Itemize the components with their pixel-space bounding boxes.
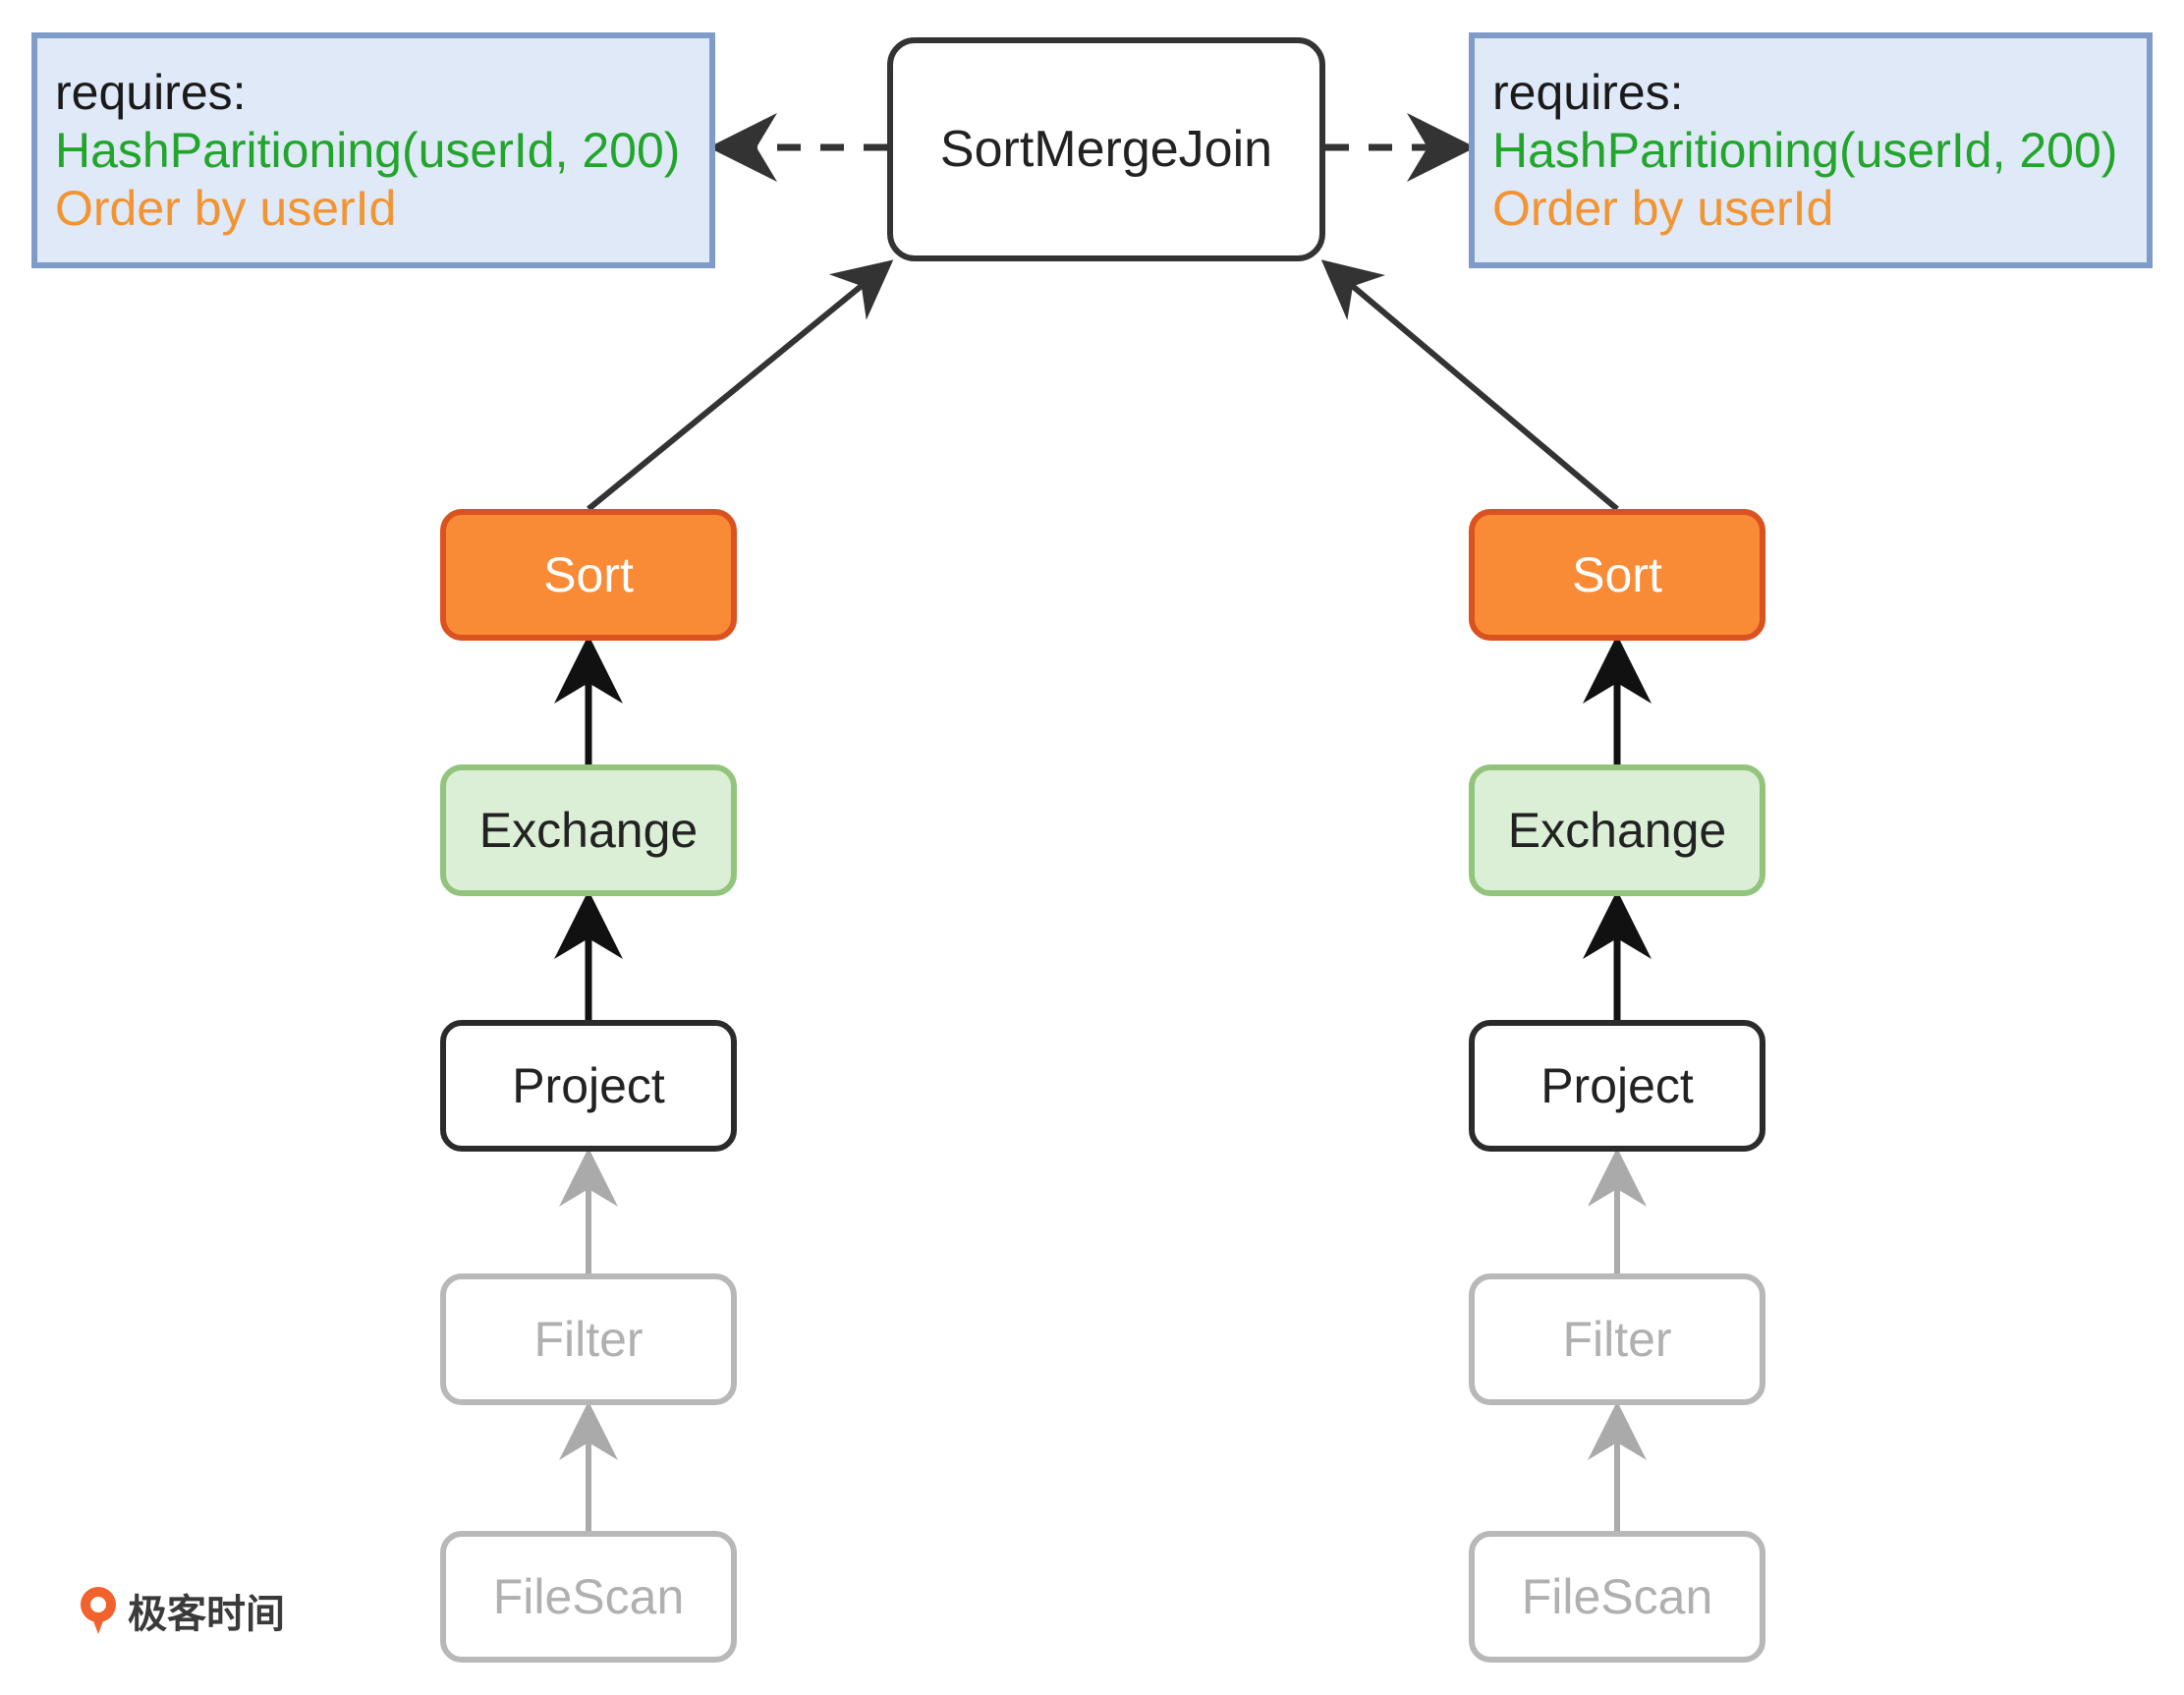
requirement-box-left: requires: HashParitioning(userId, 200) O… xyxy=(31,32,715,268)
edge-right-sort-to-join xyxy=(1320,259,1619,512)
edge-left-sort-to-join xyxy=(587,259,894,512)
requirement-label: requires: xyxy=(1492,65,1684,120)
requirement-partitioning: HashParitioning(userId, 200) xyxy=(1492,123,2118,178)
left-sort-node: Sort xyxy=(440,509,737,641)
geektime-logo-icon xyxy=(81,1587,116,1634)
node-label: SortMergeJoin xyxy=(939,121,1273,178)
sort-merge-join-node: SortMergeJoin xyxy=(887,37,1325,261)
node-label: Exchange xyxy=(1507,803,1727,858)
node-label: Sort xyxy=(543,547,634,602)
node-label: Project xyxy=(1540,1058,1694,1113)
logo-text: 极客时间 xyxy=(128,1592,285,1637)
left-filescan-node: FileScan xyxy=(440,1531,737,1663)
right-exchange-node: Exchange xyxy=(1469,764,1765,896)
left-project-node: Project xyxy=(440,1020,737,1152)
node-label: FileScan xyxy=(1521,1569,1713,1624)
right-project-node: Project xyxy=(1469,1020,1765,1152)
requirement-label: requires: xyxy=(55,65,247,120)
right-filescan-node: FileScan xyxy=(1469,1531,1765,1663)
node-label: Sort xyxy=(1572,547,1662,602)
requirement-box-right: requires: HashParitioning(userId, 200) O… xyxy=(1469,32,2153,268)
node-label: Filter xyxy=(1562,1312,1672,1367)
left-filter-node: Filter xyxy=(440,1273,737,1405)
right-sort-node: Sort xyxy=(1469,509,1765,641)
node-label: FileScan xyxy=(492,1569,685,1624)
requirement-ordering: Order by userId xyxy=(1492,181,1834,236)
node-label: Project xyxy=(512,1058,665,1113)
node-label: Exchange xyxy=(478,803,699,858)
requirement-partitioning: HashParitioning(userId, 200) xyxy=(55,123,681,178)
node-label: Filter xyxy=(533,1312,644,1367)
requirement-ordering: Order by userId xyxy=(55,181,397,236)
geektime-logo: 极客时间 xyxy=(77,1582,285,1639)
right-filter-node: Filter xyxy=(1469,1273,1765,1405)
left-exchange-node: Exchange xyxy=(440,764,737,896)
